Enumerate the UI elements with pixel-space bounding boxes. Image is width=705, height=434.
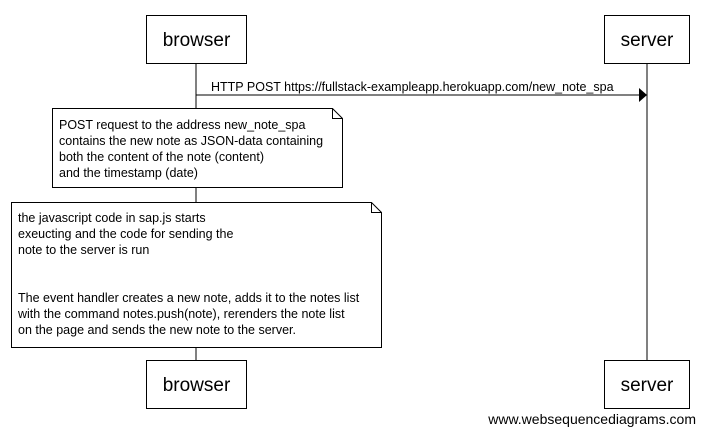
watermark-link[interactable]: www.websequencediagrams.com [487, 411, 696, 427]
participant-browser-label: browser [163, 375, 231, 396]
participant-browser-label: browser [163, 30, 231, 51]
note-line: note to the server is run [18, 243, 149, 257]
participant-server-bottom: server [604, 360, 690, 409]
note-line: exeucting and the code for sending the [18, 227, 233, 241]
message-label: HTTP POST https://fullstack-exampleapp.h… [211, 80, 614, 94]
note-line: both the content of the note (content) [59, 150, 264, 164]
arrowhead-icon [639, 88, 647, 102]
note-line: contains the new note as JSON-data conta… [59, 134, 323, 148]
note-line: with the command notes.push(note), reren… [17, 307, 345, 321]
participant-browser-top: browser [146, 15, 247, 64]
participant-browser-bottom: browser [146, 360, 247, 409]
participant-server-top: server [604, 15, 690, 64]
note-post-request: POST request to the address new_note_spa… [52, 108, 343, 188]
note-line: on the page and sends the new note to th… [18, 323, 296, 337]
note-line: The event handler creates a new note, ad… [18, 291, 360, 305]
participant-server-label: server [621, 30, 674, 51]
note-javascript-execution: the javascript code in sap.js starts exe… [11, 202, 382, 348]
note-line: and the timestamp (date) [59, 166, 198, 180]
message-http-post: HTTP POST https://fullstack-exampleapp.h… [196, 80, 647, 102]
participant-server-label: server [621, 375, 674, 396]
note-line: the javascript code in sap.js starts [18, 211, 206, 225]
note-line: POST request to the address new_note_spa [59, 118, 306, 132]
